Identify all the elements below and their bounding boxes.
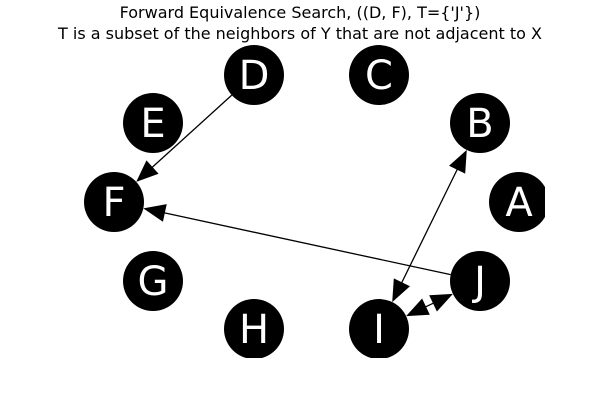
arrowhead-j-i-at-i xyxy=(406,298,430,317)
node-f: F xyxy=(84,172,144,232)
node-circle-b xyxy=(450,93,510,153)
arrowhead-i-b-at-i xyxy=(392,278,410,303)
node-circle-h xyxy=(224,299,284,358)
edge-i-b xyxy=(400,167,459,285)
node-g: G xyxy=(123,251,183,311)
arrowhead-j-f-at-f xyxy=(143,204,167,222)
node-i: I xyxy=(349,299,409,358)
node-h: H xyxy=(224,299,284,358)
node-label-g: G xyxy=(138,259,169,305)
node-label-f: F xyxy=(102,180,125,226)
node-label-e: E xyxy=(140,101,165,147)
node-b: B xyxy=(450,93,510,153)
edges-layer xyxy=(136,94,467,317)
node-circle-c xyxy=(349,45,409,105)
node-circle-g xyxy=(123,251,183,311)
arrowhead-i-b-at-b xyxy=(449,149,467,174)
node-label-c: C xyxy=(365,53,393,99)
node-circle-j xyxy=(450,251,510,311)
arrowhead-j-i-at-j xyxy=(429,293,453,312)
node-label-j: J xyxy=(471,259,486,305)
node-d: D xyxy=(224,45,284,105)
node-circle-d xyxy=(224,45,284,105)
node-j: J xyxy=(450,251,510,311)
figure-title: Forward Equivalence Search, ((D, F), T={… xyxy=(119,3,481,22)
node-label-b: B xyxy=(466,101,493,147)
node-circle-a xyxy=(489,172,545,232)
edge-d-f xyxy=(150,94,233,169)
node-label-d: D xyxy=(239,53,270,99)
figure-subtitle: T is a subset of the neighbors of Y that… xyxy=(58,24,542,43)
node-circle-i xyxy=(349,299,409,358)
nodes-layer: AB C D EFG H I J xyxy=(84,45,545,358)
node-label-a: A xyxy=(505,180,533,226)
edge-j-f xyxy=(162,211,451,276)
arrowhead-d-f-at-f xyxy=(136,160,159,182)
node-e: E xyxy=(123,93,183,153)
node-a: A xyxy=(489,172,545,232)
node-c: C xyxy=(349,45,409,105)
node-label-h: H xyxy=(239,307,269,353)
node-circle-f xyxy=(84,172,144,232)
node-circle-e xyxy=(123,93,183,153)
node-label-i: I xyxy=(373,307,385,353)
